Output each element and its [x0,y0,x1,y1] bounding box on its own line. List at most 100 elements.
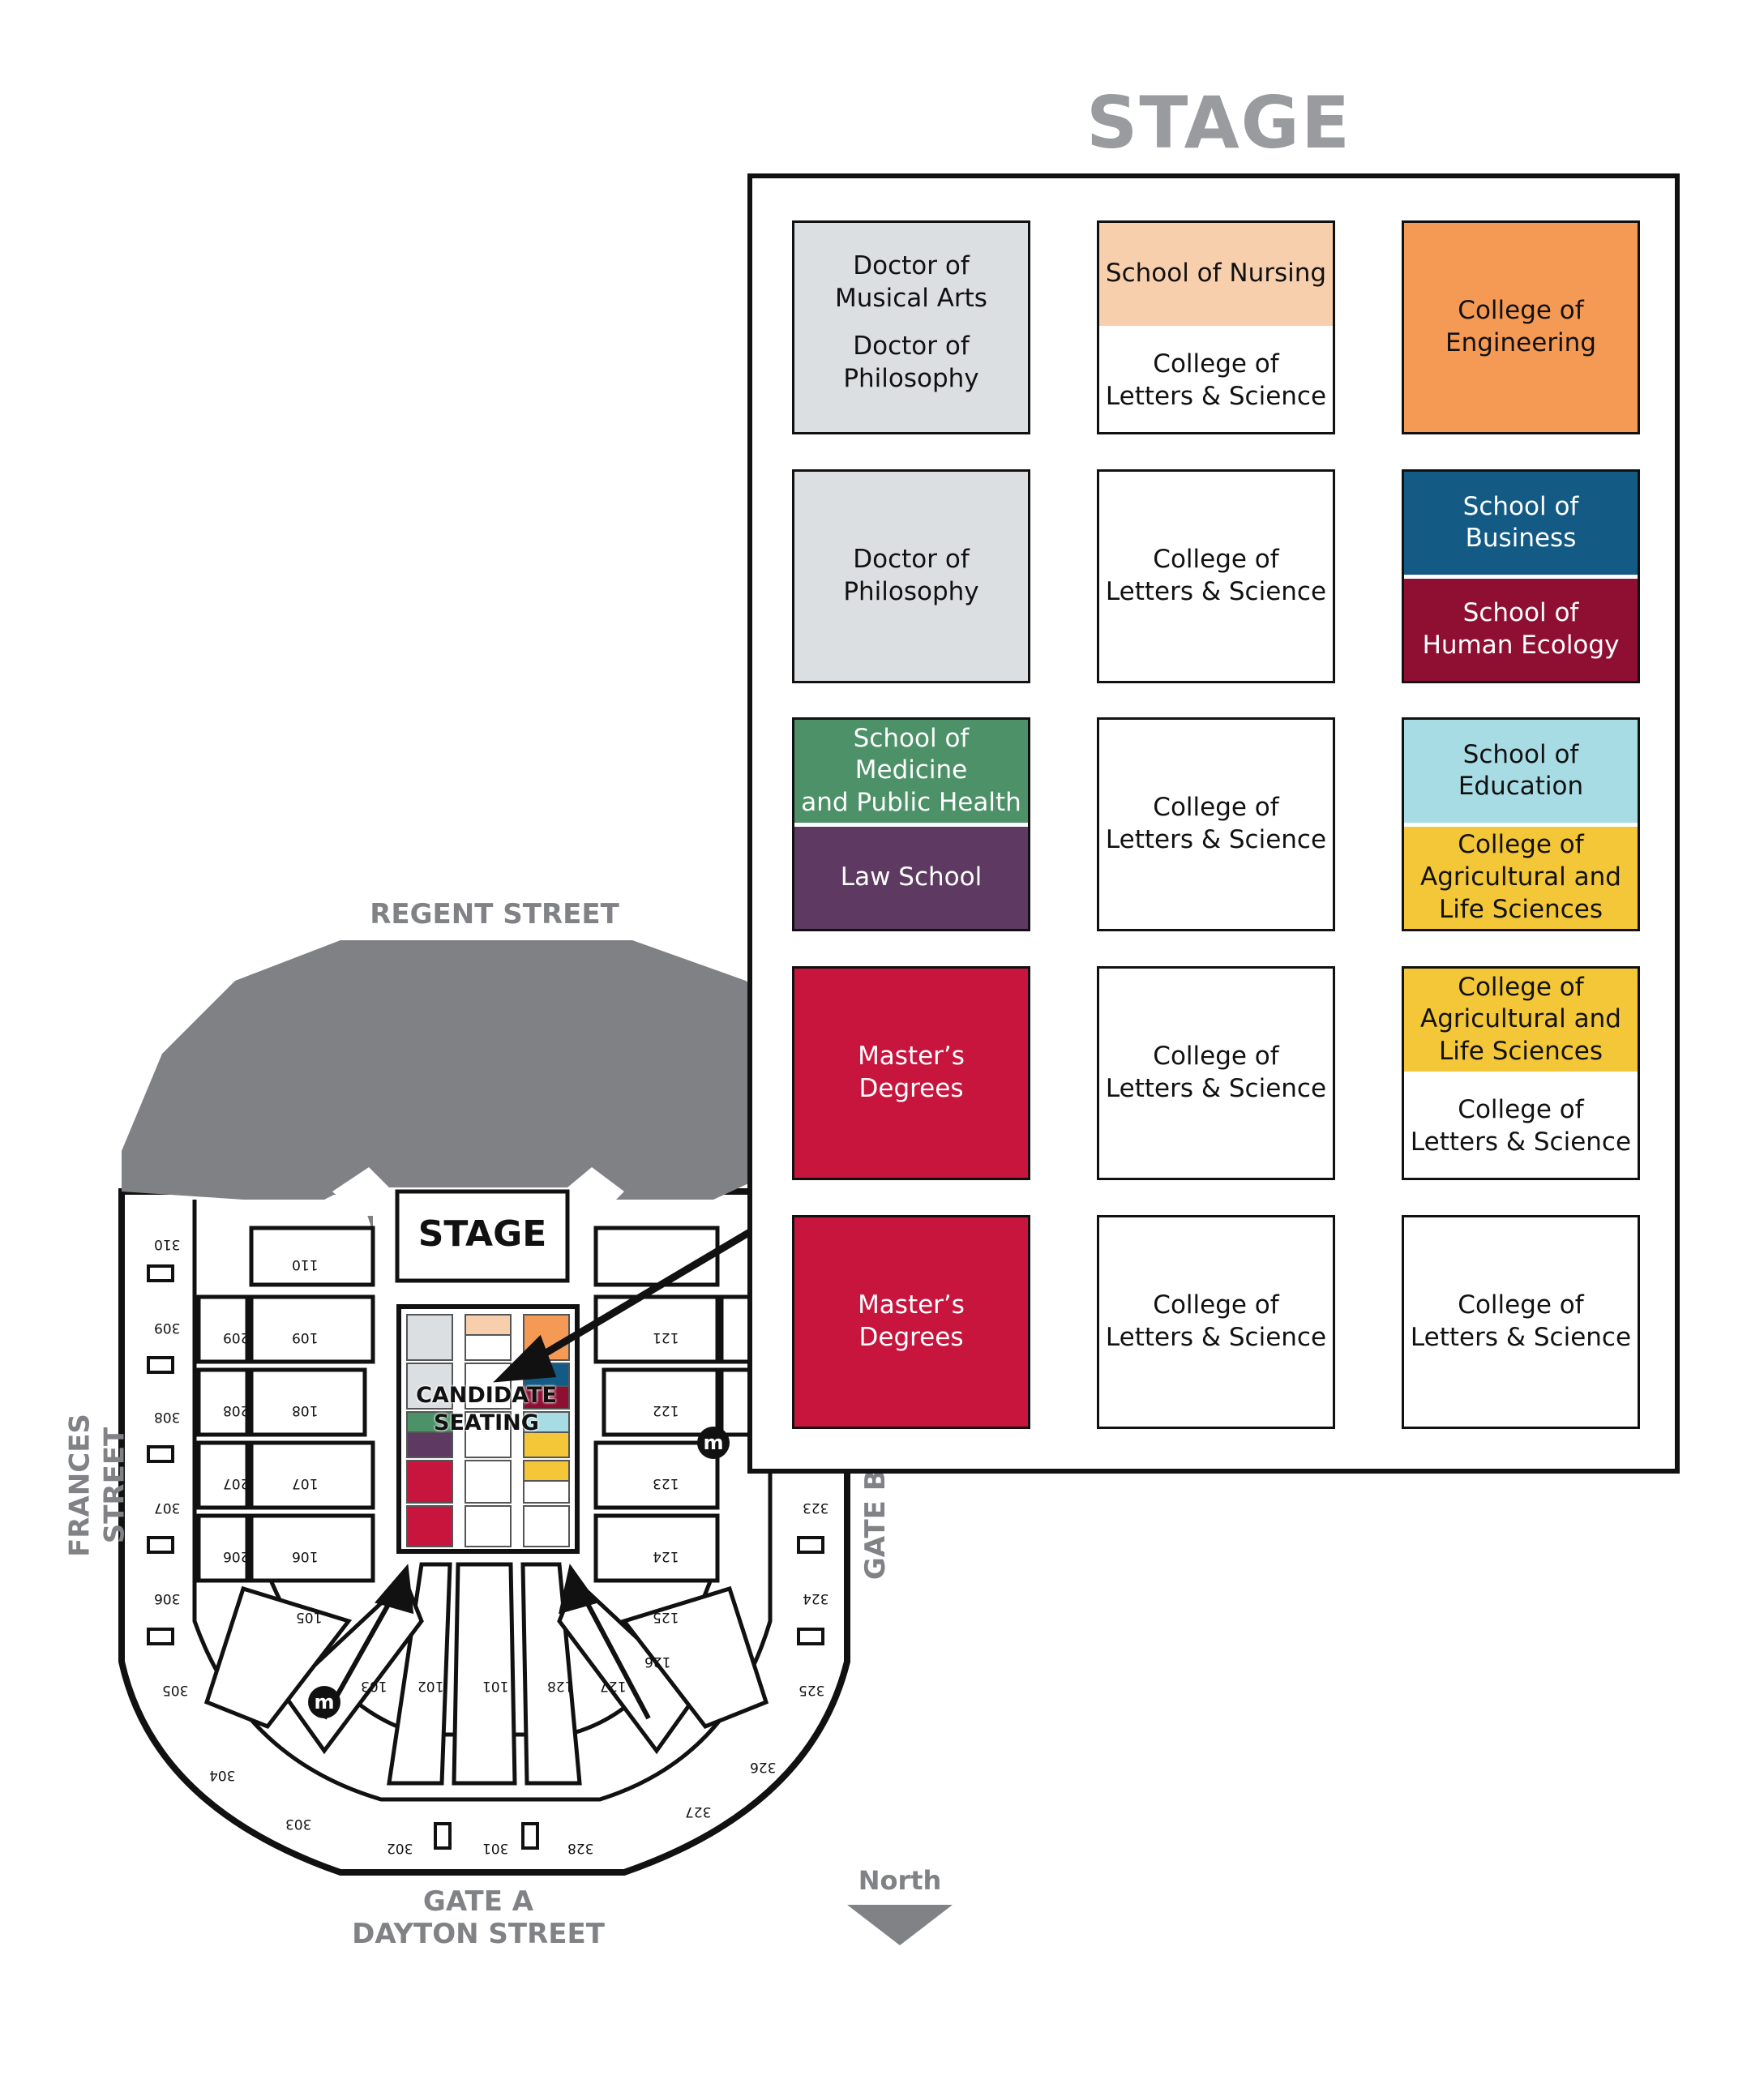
section-number: 127 [600,1678,627,1694]
college-name-line: Doctor of [853,251,970,280]
section-number: 109 [292,1329,319,1346]
college-name-line: Musical Arts [835,283,987,313]
section-number: 208 [223,1402,250,1418]
college-name-line: College of [1153,349,1279,379]
section-number: 323 [803,1500,829,1516]
college-name-line: Doctor of [853,545,970,575]
north-gray-area [122,940,766,1232]
section-number: 126 [644,1654,671,1670]
college-name-line: College of [1153,1042,1279,1072]
section-number: 123 [653,1475,679,1491]
college-name-line: College of [1458,296,1584,326]
college-segment: Law School [794,826,1028,929]
candidate-seating-label: CANDIDATE SEATING [389,1382,584,1437]
college-segment: College of Letters & Science [1099,1217,1333,1427]
section-number: 310 [154,1236,181,1252]
college-name-line: College of [1153,545,1279,575]
section-number: 106 [292,1548,319,1564]
section-number: 308 [154,1409,181,1425]
college-name-line: School of Medicine [853,723,970,785]
college-name-line: College of [1153,793,1279,823]
section-number: 327 [685,1803,712,1820]
arrows [322,1229,752,1720]
college-name-line: Human Ecology [1422,630,1620,660]
block-divider [1404,1071,1638,1076]
section-number: 324 [803,1590,829,1607]
college-name-line: Agricultural and [1420,1004,1621,1034]
gate-a-label: GATE A [422,1885,534,1918]
dayton-street-label: DAYTON STREET [352,1918,605,1950]
section-number: 328 [567,1840,594,1856]
entrance-markers [147,1264,824,1850]
college-name-line: Philosophy [843,577,979,606]
candidate-label-line2: SEATING [434,1410,539,1435]
block-divider [1404,822,1638,827]
section-number: 108 [292,1402,319,1418]
section-number: 125 [653,1609,679,1625]
section-number: 110 [292,1256,319,1273]
college-name-line: School of [1462,739,1579,769]
college-name-line: College of [1153,1290,1279,1320]
college-segment: School of Nursing [1099,223,1333,326]
section-number: 121 [653,1329,679,1346]
section-number: 305 [162,1682,189,1698]
college-name-line: Letters & Science [1105,1074,1327,1103]
college-name-line: College of [1458,830,1584,860]
college-name-line: College of [1458,1095,1584,1125]
college-name-line: Business [1465,524,1577,554]
college-name-line: Degrees [858,1074,964,1103]
section-number: 309 [154,1320,181,1336]
section-number: 122 [653,1402,679,1418]
college-name-line: Letters & Science [1105,381,1327,411]
section-number: 209 [223,1329,250,1346]
stage-title: STAGE [1086,81,1352,165]
section-number: 101 [482,1678,509,1694]
college-name-line: and Public Health [801,788,1021,818]
section-number: 301 [482,1840,509,1856]
college-name-line: Philosophy [843,364,979,394]
gate-b-label: GATE B [858,1470,892,1581]
college-segment: Doctor of Musical Arts [794,223,1028,315]
college-name-line: Life Sciences [1438,894,1603,924]
arena-stage [395,1189,570,1283]
candidate-mini-grid [406,1314,570,1547]
college-name-line: Law School [840,862,983,892]
college-name-line: Letters & Science [1105,1323,1327,1352]
section-number: 107 [292,1475,319,1491]
block-divider [1404,574,1638,579]
street-frances: FRANCES STREET [63,1414,131,1557]
college-name-line: College of [1458,1290,1584,1320]
section-number: 306 [154,1590,181,1607]
section-number: 128 [547,1678,574,1694]
section-number: 325 [799,1682,825,1698]
section-number: 207 [223,1475,250,1491]
candidate-label-line1: CANDIDATE [416,1383,557,1408]
block-divider [1099,325,1333,330]
section-number: 304 [209,1767,236,1783]
